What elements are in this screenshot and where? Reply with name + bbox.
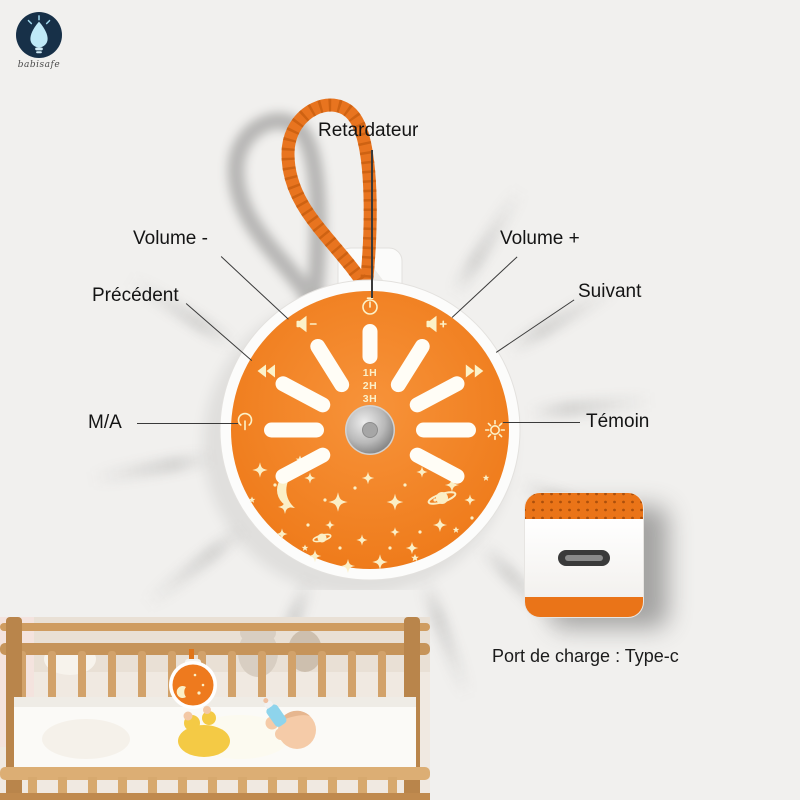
pointer-line-retardateur — [371, 150, 373, 298]
planet-icon — [427, 491, 457, 505]
timer-button — [362, 324, 378, 364]
label-ma: M/A — [88, 412, 122, 433]
timer-durations: 1H 2H 3H — [363, 367, 377, 405]
brightness-icon — [484, 419, 506, 441]
crib-front-rail — [0, 767, 430, 800]
next-icon — [465, 364, 484, 378]
lower-left-button — [275, 447, 331, 484]
strap-shadow — [227, 112, 327, 330]
crib-photo — [0, 617, 430, 800]
lower-right-button — [409, 447, 465, 484]
usb-c-port — [558, 550, 610, 566]
power-button — [264, 422, 324, 438]
usb-c-port-pin — [565, 555, 603, 561]
charge-port-caption: Port de charge : Type-c — [492, 646, 679, 666]
center-knob — [345, 405, 395, 455]
pointer-line-ma — [137, 423, 238, 425]
white-noise-machine: 1H 2H 3H — [203, 98, 521, 590]
baby — [178, 698, 316, 759]
next-button — [409, 376, 465, 413]
small-planet-icon — [312, 533, 332, 543]
volume-minus-button — [310, 338, 350, 393]
previous-button — [275, 376, 331, 413]
label-temoin: Témoin — [586, 411, 650, 432]
hanging-strap — [281, 98, 377, 308]
label-retardateur: Retardateur — [318, 120, 419, 141]
volume-plus-icon — [426, 315, 447, 333]
brand-name: babisafe — [17, 60, 61, 70]
label-precedent: Précédent — [92, 285, 179, 306]
pointer-line-temoin — [503, 422, 580, 424]
control-buttons — [264, 324, 476, 484]
light-button — [416, 422, 476, 438]
label-suivant: Suivant — [578, 281, 642, 302]
label-volume-minus: Volume - — [133, 228, 208, 249]
timer-1h: 1H — [363, 367, 377, 379]
volume-minus-icon — [296, 315, 317, 333]
charger-speaker-grille — [525, 493, 643, 519]
hanging-device — [169, 649, 217, 709]
timer-2h: 2H — [363, 380, 377, 392]
charger-body — [525, 519, 643, 597]
lightbulb-icon — [27, 15, 51, 54]
baby-bottle — [263, 698, 287, 727]
timer-icon — [362, 297, 378, 315]
brand-logo — [16, 12, 62, 58]
timer-3h: 3H — [363, 393, 377, 405]
previous-icon — [257, 364, 275, 378]
label-volume-plus: Volume + — [500, 228, 580, 249]
volume-plus-button — [390, 338, 430, 393]
charger-base — [525, 597, 643, 617]
charger-device — [524, 492, 644, 618]
power-icon — [237, 412, 253, 431]
